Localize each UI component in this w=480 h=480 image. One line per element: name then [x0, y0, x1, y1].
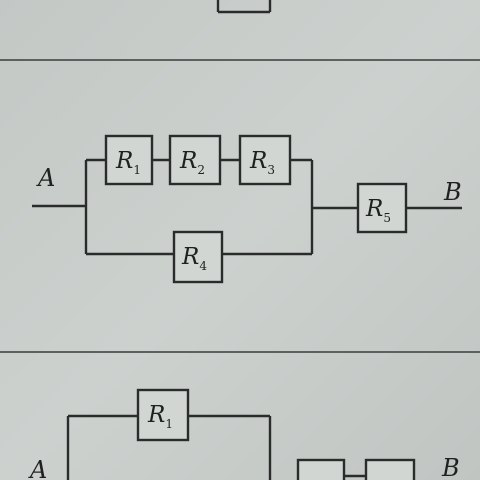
resistor-subscript: 4 — [199, 259, 207, 273]
resistor-r2: R2 — [168, 134, 222, 186]
circuit-bottom: R1 A B — [28, 388, 460, 480]
svg-text:R5: R5 — [365, 196, 391, 225]
resistor-letter: R — [249, 148, 267, 174]
resistor-subscript: 1 — [133, 163, 141, 177]
terminal-b-label: B — [443, 178, 462, 206]
resistor-letter: R — [147, 402, 165, 428]
resistor-letter: R — [115, 148, 133, 174]
resistor-r1-bottom: R1 — [136, 388, 190, 442]
circuit-top: R1 R2 R3 R4 R5 A B — [32, 134, 462, 284]
resistor-letter: R — [179, 148, 197, 174]
svg-text:R2: R2 — [179, 148, 205, 177]
terminal-a-label-bottom: A — [28, 456, 47, 480]
resistor-subscript: 5 — [383, 211, 391, 225]
resistor-r3: R3 — [238, 134, 292, 186]
resistor-box-partial-left — [296, 458, 346, 480]
resistor-letter: R — [181, 244, 199, 270]
wires-top — [32, 158, 462, 256]
svg-text:R3: R3 — [249, 148, 275, 177]
resistor-letter: R — [365, 196, 383, 222]
previous-figure-fragment — [216, 0, 272, 14]
resistor-subscript: 3 — [267, 163, 275, 177]
resistor-box-partial-right — [364, 458, 416, 480]
terminal-b-label-bottom: B — [441, 454, 460, 480]
svg-text:R1: R1 — [115, 148, 141, 177]
resistor-subscript: 1 — [165, 417, 173, 431]
svg-text:R1: R1 — [147, 402, 173, 431]
resistor-r1: R1 — [104, 134, 154, 186]
resistor-r5: R5 — [356, 182, 408, 234]
wires-bottom — [66, 414, 366, 480]
resistor-r4: R4 — [172, 230, 224, 284]
svg-text:R4: R4 — [181, 244, 207, 273]
resistor-subscript: 2 — [197, 163, 205, 177]
terminal-a-label: A — [36, 164, 55, 192]
